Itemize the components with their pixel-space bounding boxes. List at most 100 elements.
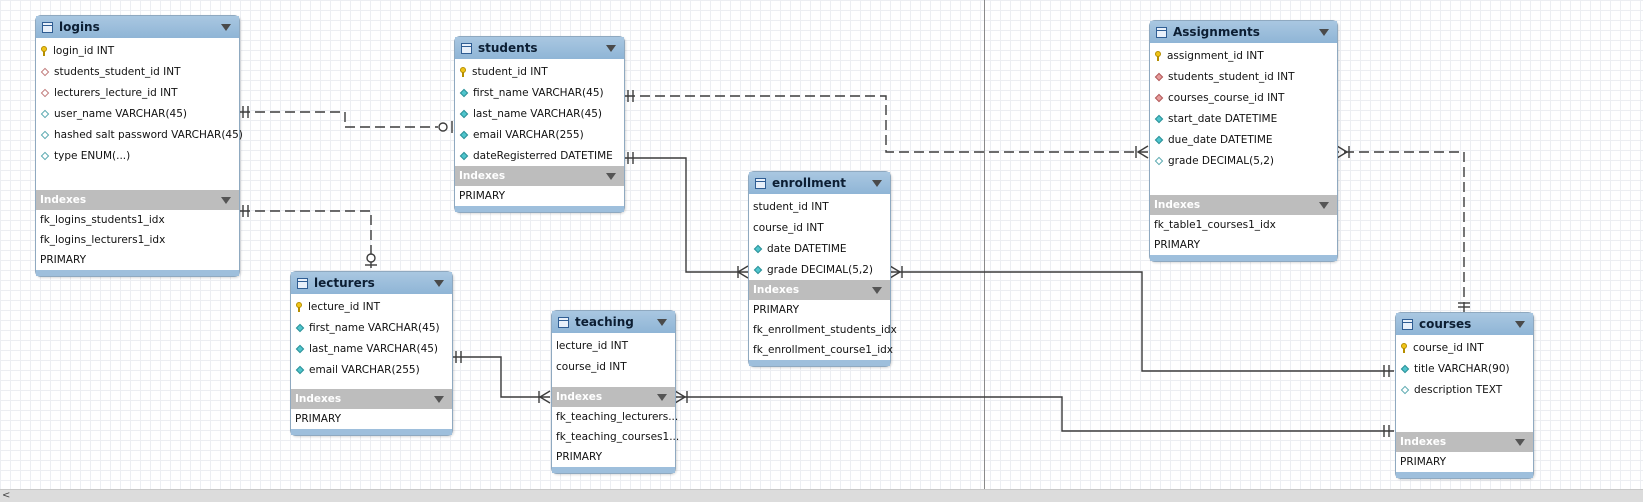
column-row[interactable]: grade DECIMAL(5,2): [1150, 150, 1337, 171]
table-title: lecturers: [314, 276, 375, 290]
index-row[interactable]: PRIMARY: [556, 451, 603, 463]
collapse-arrow-icon[interactable]: [1319, 202, 1329, 209]
column-row[interactable]: grade DECIMAL(5,2): [749, 259, 890, 280]
index-row[interactable]: PRIMARY: [753, 304, 800, 316]
table-header[interactable]: logins: [36, 16, 239, 38]
table-logins[interactable]: logins login_id INT students_student_id …: [35, 15, 243, 277]
table-students[interactable]: students student_id INT first_name VARCH…: [454, 36, 625, 213]
column-row[interactable]: students_student_id INT: [36, 61, 239, 82]
horizontal-scrollbar[interactable]: <: [0, 489, 1643, 502]
column-row[interactable]: students_student_id INT: [1150, 66, 1337, 87]
column-row[interactable]: course_id INT: [1396, 337, 1533, 358]
indexes-header[interactable]: Indexes: [455, 166, 624, 186]
column-row[interactable]: course_id INT: [552, 356, 675, 377]
relationship-courses-enrollment[interactable]: [889, 265, 1394, 377]
collapse-arrow-icon[interactable]: [872, 287, 882, 294]
column-row[interactable]: student_id INT: [455, 61, 624, 82]
collapse-arrow-icon[interactable]: [606, 45, 616, 52]
table-header[interactable]: Assignments: [1150, 21, 1337, 43]
collapse-arrow-icon[interactable]: [434, 280, 444, 287]
collapse-arrow-icon[interactable]: [872, 180, 882, 187]
relationship-logins-students[interactable]: [240, 106, 453, 133]
relationship-courses-teaching[interactable]: [674, 390, 1394, 437]
collapse-arrow-icon[interactable]: [434, 396, 444, 403]
collapse-arrow-icon[interactable]: [657, 394, 667, 401]
table-lecturers[interactable]: lecturers lecture_id INT first_name VARC…: [290, 271, 453, 436]
index-row[interactable]: fk_logins_students1_idx: [40, 214, 165, 226]
nullable-diamond-icon: [1400, 385, 1410, 394]
column-row[interactable]: student_id INT: [749, 196, 890, 217]
not-null-diamond-icon: [753, 244, 763, 253]
table-title: courses: [1419, 317, 1472, 331]
relationship-lecturers-teaching[interactable]: [452, 351, 551, 404]
column-label: students_student_id INT: [54, 65, 181, 78]
indexes-header[interactable]: Indexes: [552, 387, 675, 407]
not-null-diamond-icon: [1154, 135, 1164, 144]
table-header[interactable]: lecturers: [291, 272, 452, 294]
column-row[interactable]: courses_course_id INT: [1150, 87, 1337, 108]
index-row[interactable]: fk_table1_courses1_idx: [1154, 219, 1276, 231]
collapse-arrow-icon[interactable]: [606, 173, 616, 180]
collapse-arrow-icon[interactable]: [221, 197, 231, 204]
index-row[interactable]: PRIMARY: [40, 254, 87, 266]
table-icon: [1156, 26, 1167, 38]
column-row[interactable]: date DATETIME: [749, 238, 890, 259]
diagram-canvas[interactable]: logins login_id INT students_student_id …: [0, 0, 1643, 490]
collapse-arrow-icon[interactable]: [657, 319, 667, 326]
table-teaching[interactable]: teaching lecture_id INT course_id INT In…: [551, 310, 680, 474]
table-title: logins: [59, 20, 100, 34]
index-row[interactable]: PRIMARY: [1154, 239, 1201, 251]
column-row[interactable]: email VARCHAR(255): [455, 124, 624, 145]
relationship-students-assignments[interactable]: [625, 90, 1149, 159]
column-row[interactable]: assignment_id INT: [1150, 45, 1337, 66]
index-row[interactable]: PRIMARY: [459, 190, 506, 202]
index-row[interactable]: fk_logins_lecturers1_idx: [40, 234, 166, 246]
indexes-header[interactable]: Indexes: [1396, 432, 1533, 452]
table-header[interactable]: students: [455, 37, 624, 59]
index-row[interactable]: fk_teaching_courses1...: [556, 431, 680, 443]
table-assignments[interactable]: Assignments assignment_id INT students_s…: [1149, 20, 1338, 262]
column-row[interactable]: course_id INT: [749, 217, 890, 238]
column-row[interactable]: due_date DATETIME: [1150, 129, 1337, 150]
column-row[interactable]: user_name VARCHAR(45): [36, 103, 239, 124]
table-courses[interactable]: courses course_id INT title VARCHAR(90) …: [1395, 312, 1534, 479]
column-row[interactable]: lecturers_lecture_id INT: [36, 82, 239, 103]
collapse-arrow-icon[interactable]: [1319, 29, 1329, 36]
indexes-header[interactable]: Indexes: [36, 190, 239, 210]
scroll-left-icon[interactable]: <: [2, 490, 11, 501]
index-row[interactable]: fk_teaching_lecturers...: [556, 411, 679, 423]
column-row[interactable]: type ENUM(...): [36, 145, 239, 166]
column-row[interactable]: lecture_id INT: [291, 296, 452, 317]
collapse-arrow-icon[interactable]: [1515, 321, 1525, 328]
relationship-students-enrollment[interactable]: [625, 152, 749, 279]
collapse-arrow-icon[interactable]: [1515, 439, 1525, 446]
indexes-header[interactable]: Indexes: [291, 389, 452, 409]
column-row[interactable]: lecture_id INT: [552, 335, 675, 356]
index-row[interactable]: fk_enrollment_course1_idx: [753, 344, 894, 356]
table-header[interactable]: courses: [1396, 313, 1533, 335]
column-row[interactable]: dateRegisterred DATETIME: [455, 145, 624, 166]
relationship-courses-assignments[interactable]: [1336, 145, 1470, 312]
table-footer: [291, 429, 452, 435]
index-row[interactable]: fk_enrollment_students_idx: [753, 324, 897, 336]
column-row[interactable]: last_name VARCHAR(45): [291, 338, 452, 359]
column-row[interactable]: description TEXT: [1396, 379, 1533, 400]
column-row[interactable]: first_name VARCHAR(45): [455, 82, 624, 103]
column-row[interactable]: last_name VARCHAR(45): [455, 103, 624, 124]
column-row[interactable]: hashed salt password VARCHAR(45): [36, 124, 243, 145]
table-header[interactable]: teaching: [552, 311, 675, 333]
collapse-arrow-icon[interactable]: [221, 24, 231, 31]
column-row[interactable]: email VARCHAR(255): [291, 359, 452, 380]
column-row[interactable]: login_id INT: [36, 40, 239, 61]
index-row[interactable]: PRIMARY: [295, 413, 342, 425]
relationship-logins-lecturers[interactable]: [240, 205, 377, 268]
index-row[interactable]: PRIMARY: [1400, 456, 1447, 468]
column-row[interactable]: first_name VARCHAR(45): [291, 317, 452, 338]
table-enrollment[interactable]: enrollment student_id INT course_id INT …: [748, 171, 897, 367]
column-row[interactable]: start_date DATETIME: [1150, 108, 1337, 129]
indexes-header[interactable]: Indexes: [749, 280, 890, 300]
table-header[interactable]: enrollment: [749, 172, 890, 194]
column-row[interactable]: title VARCHAR(90): [1396, 358, 1533, 379]
column-label: due_date DATETIME: [1168, 133, 1273, 146]
indexes-header[interactable]: Indexes: [1150, 195, 1337, 215]
